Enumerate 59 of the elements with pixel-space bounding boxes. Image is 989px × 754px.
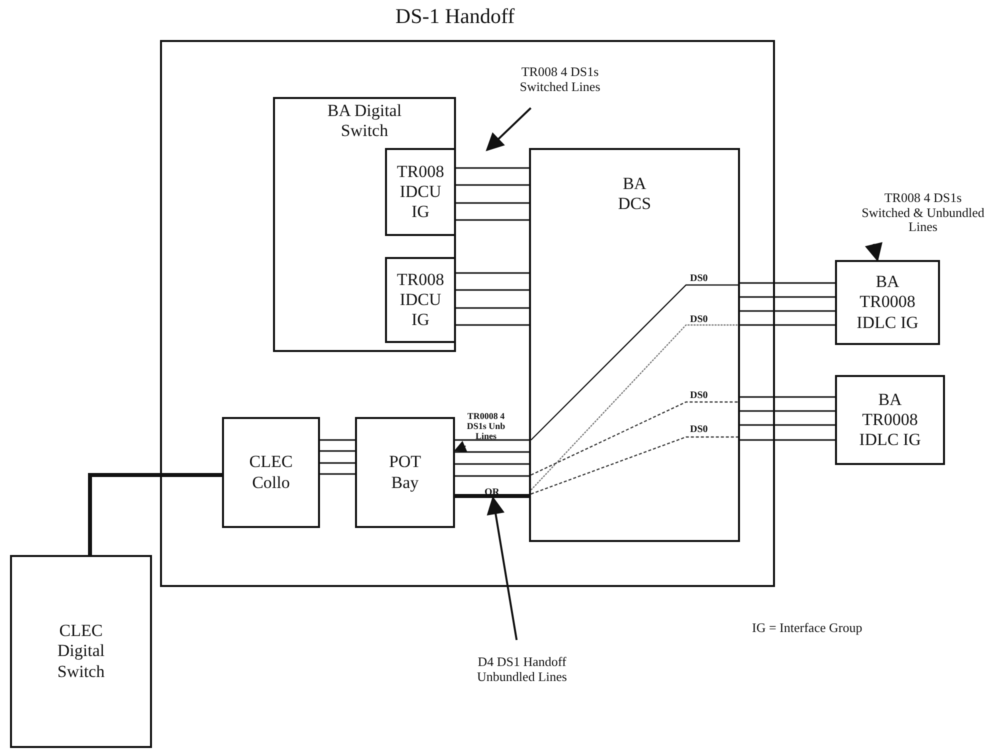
connection-line (740, 396, 835, 398)
callout-text: D4 DS1 Handoff Unbundled Lines (476, 655, 568, 685)
box-label: BA TR0008 IDLC IG (858, 390, 922, 450)
equipment-box (835, 375, 945, 465)
switch-box (273, 97, 456, 352)
equipment-box (355, 417, 455, 528)
arrow (486, 107, 532, 152)
diagram-title: DS-1 Handoff (394, 4, 516, 29)
connection-line (456, 272, 529, 274)
equipment-box (385, 257, 456, 343)
connection-line (740, 324, 835, 326)
signal-label: DS0 (690, 273, 708, 284)
connection-line (740, 296, 835, 298)
connection-line (456, 324, 529, 326)
callout-text: TR008 4 DS1s Switched & Unbundled Lines (860, 190, 986, 236)
connection-line (456, 219, 529, 221)
connection-line (740, 410, 835, 412)
equipment-box (385, 148, 456, 236)
connection-line (320, 450, 355, 452)
connection-line (456, 307, 529, 309)
callout-text: TR008 4 DS1s Switched Lines (518, 65, 602, 95)
building-box (160, 40, 775, 587)
arrow (486, 496, 518, 640)
connection-line (456, 202, 529, 204)
box-label: BA TR0008 IDLC IG (856, 272, 920, 333)
connection-line (455, 439, 529, 441)
callout-text: TR0008 4 DS1s Unb Lines (466, 412, 506, 442)
connection-line (88, 473, 222, 555)
equipment-box (835, 260, 940, 345)
connection-line (455, 494, 529, 498)
connection-line (456, 167, 529, 169)
connection-line (740, 310, 835, 312)
signal-label: DS0 (690, 390, 708, 401)
connection-line (455, 475, 529, 477)
box-label: BA Digital Switch (326, 101, 403, 142)
arrow (454, 440, 468, 452)
equipment-box (10, 555, 152, 748)
connection-line (740, 282, 835, 284)
box-label: BA DCS (616, 174, 652, 214)
equipment-box (222, 417, 320, 528)
arrow (864, 242, 882, 262)
box-label: TR008 IDCU IG (396, 162, 446, 222)
signal-label: DS0 (690, 314, 708, 325)
legend-note: IG = Interface Group (752, 620, 862, 636)
connection-line (456, 289, 529, 291)
connection-line (320, 473, 355, 475)
box-label: CLEC Digital Switch (56, 621, 106, 682)
connection-line (455, 463, 529, 465)
box-label: TR008 IDCU IG (396, 270, 446, 330)
box-label: CLEC Collo (248, 452, 294, 493)
connection-line (456, 184, 529, 186)
connection-line (320, 462, 355, 464)
connection-line (740, 424, 835, 426)
box-label: POT Bay (388, 452, 422, 493)
signal-label: DS0 (690, 424, 708, 435)
cross-connect-box (529, 148, 740, 542)
connection-line (740, 439, 835, 441)
connection-line (455, 451, 529, 453)
connection-line (320, 439, 355, 441)
